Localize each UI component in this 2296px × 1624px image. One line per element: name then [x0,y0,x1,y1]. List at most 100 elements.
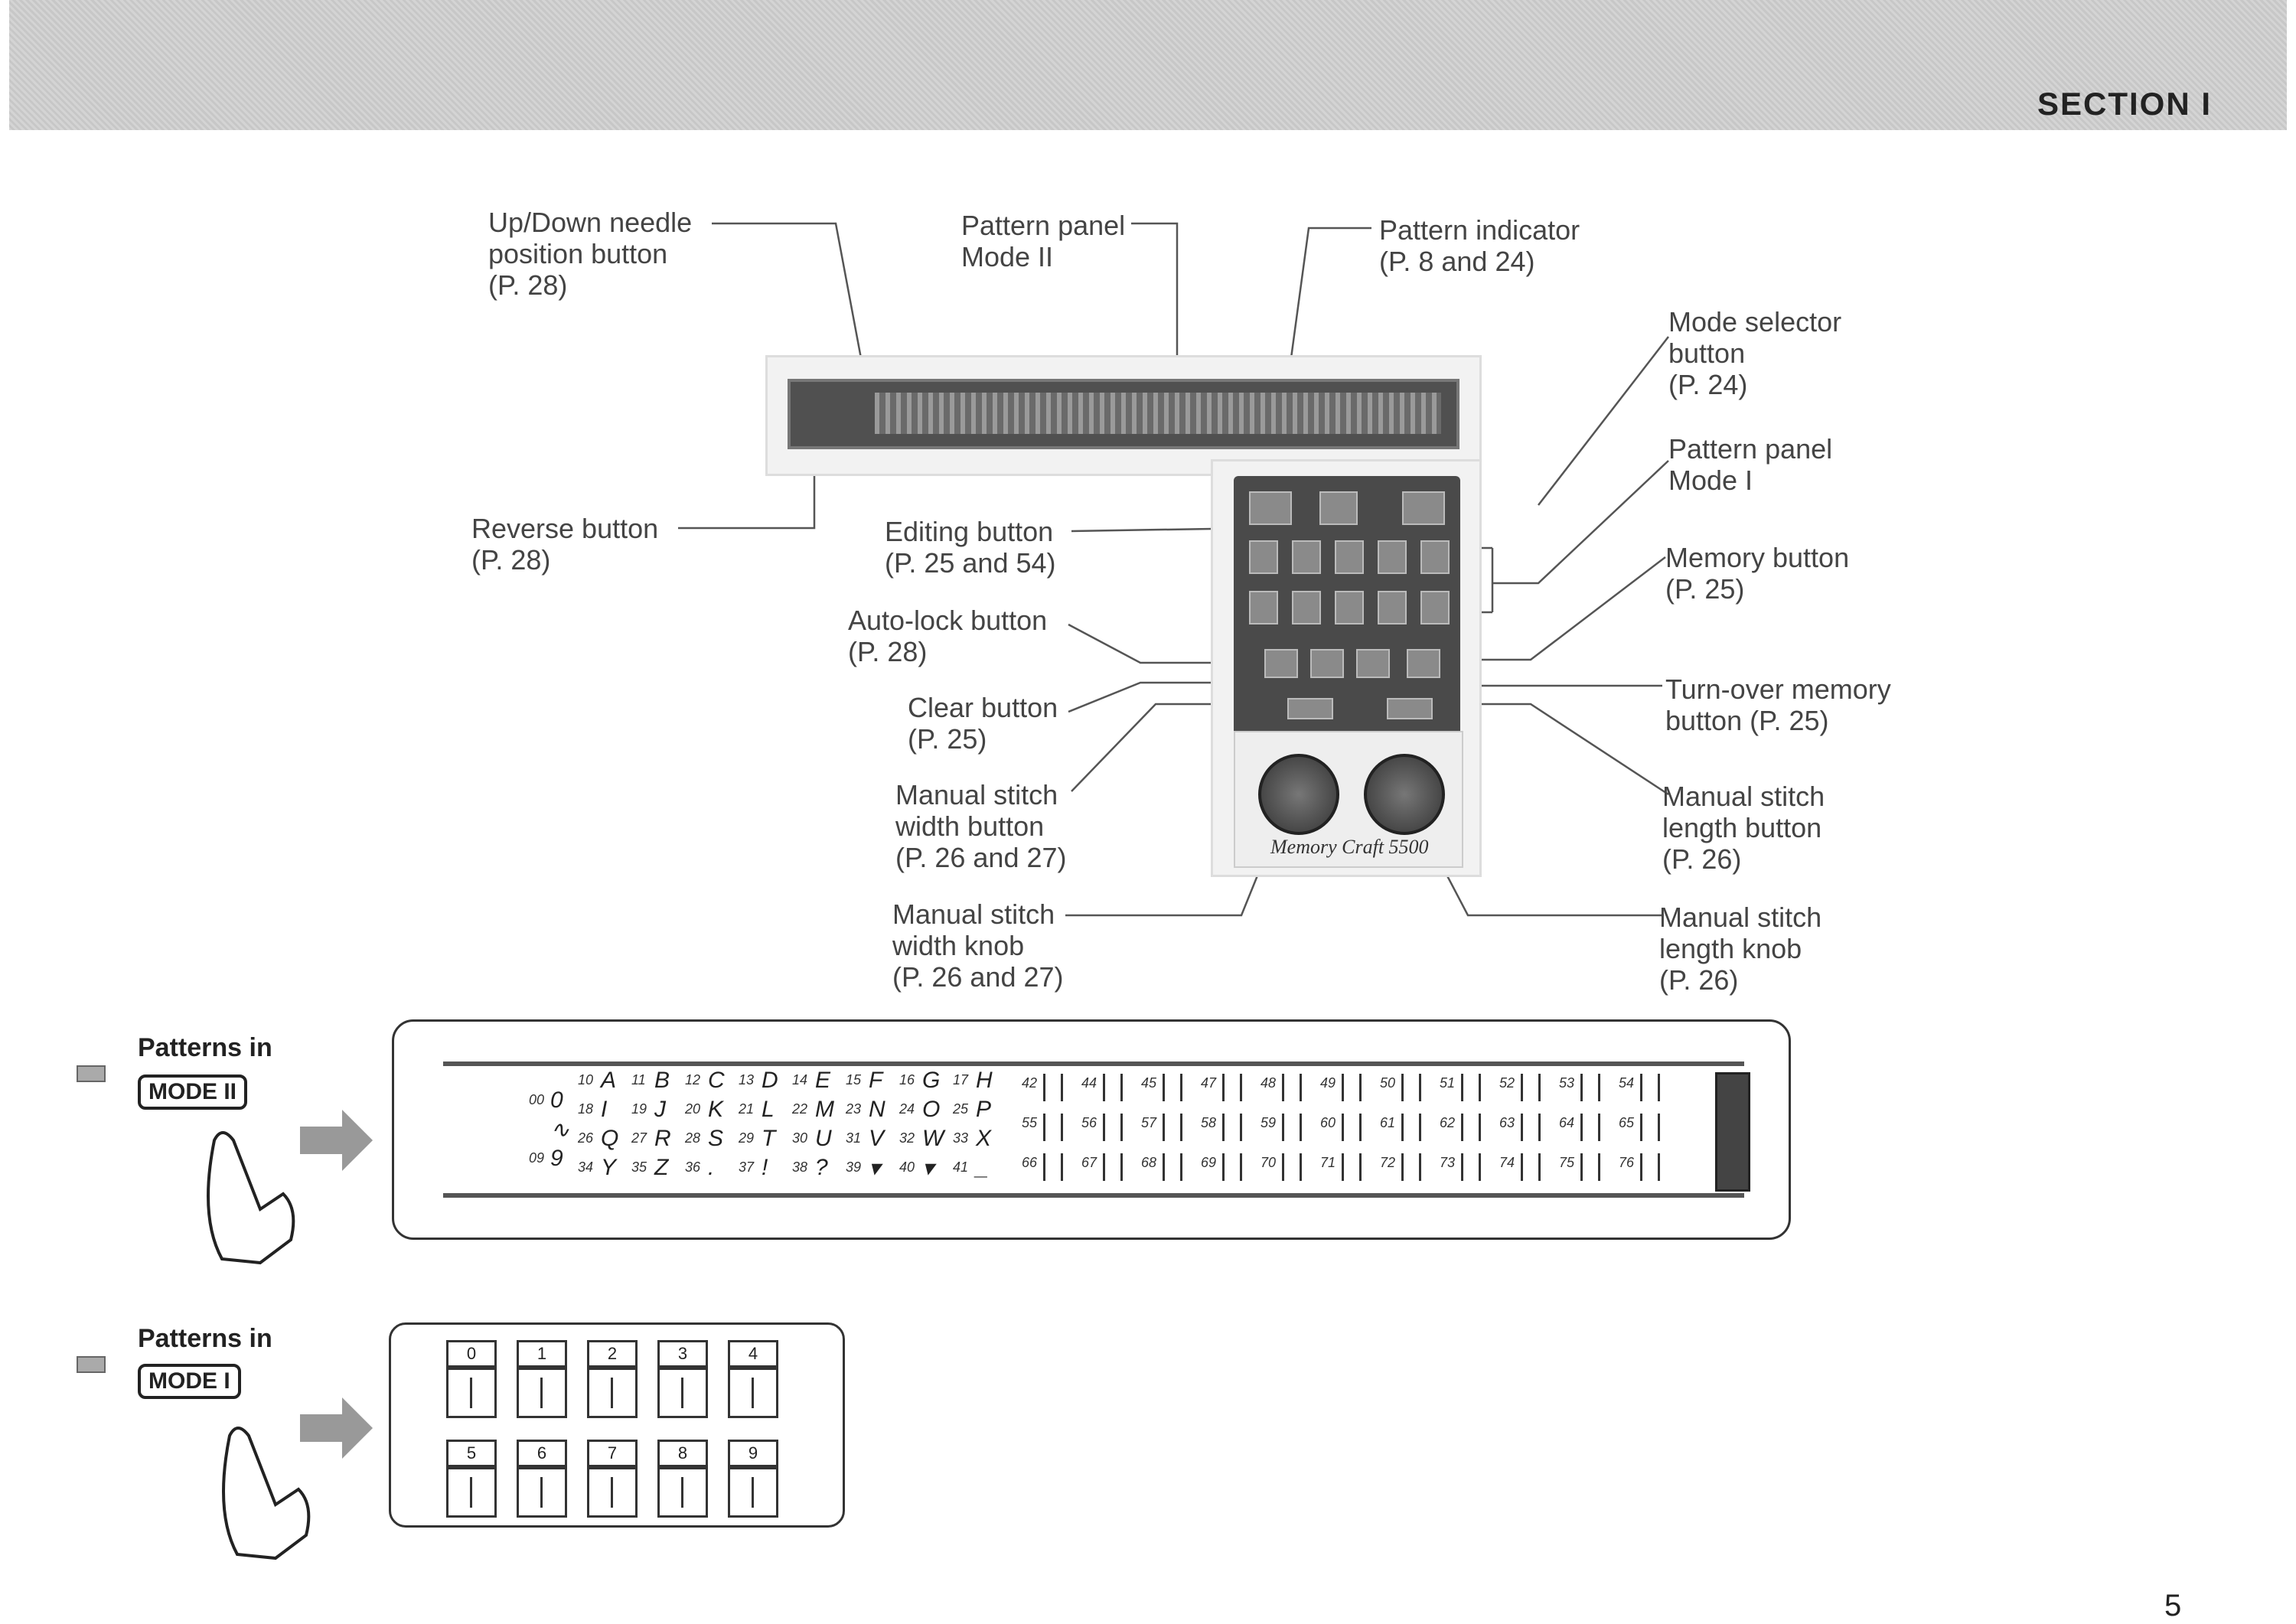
pattern-character: K [708,1097,724,1122]
stitch-number: 49 [1320,1075,1336,1091]
pattern-code: 21 [739,1101,755,1117]
pattern-button-2[interactable] [1335,540,1364,574]
pattern-character: T [762,1126,776,1151]
manual-stitch-length-knob[interactable] [1364,754,1445,835]
stitch-pattern-icon [1401,1074,1421,1101]
pattern-code: 22 [792,1101,808,1117]
pattern-character: D [762,1068,778,1093]
mode1-button[interactable]: MODE I [138,1364,241,1399]
stitch-pattern-icon [728,1467,778,1518]
section-header-bar [9,0,2287,130]
manual-stitch-width-knob[interactable] [1258,754,1339,835]
stitch-number: 57 [1141,1115,1157,1130]
pattern-character: Y [601,1155,617,1180]
stitch-pattern-icon [517,1467,567,1518]
stitch-number: 65 [1619,1115,1635,1130]
pattern-code: 39 [846,1159,862,1175]
arrow-right-icon [300,1110,373,1171]
stitch-pattern-icon [1103,1074,1123,1101]
pattern-character: ! [762,1155,768,1180]
pattern-number-1: 1 [517,1340,567,1368]
pattern-button-6[interactable] [1292,591,1321,624]
auto-lock-button[interactable] [1264,649,1298,678]
mode-selector-button[interactable] [1402,491,1445,525]
stitch-pattern-icon [587,1368,638,1418]
pattern-code: 17 [953,1072,969,1088]
pattern-code: 19 [631,1101,647,1117]
pattern-code: 35 [631,1159,647,1175]
finger-pointer-icon [207,1131,295,1265]
pattern-code: 40 [899,1159,915,1175]
stitch-pattern-icon [1640,1114,1660,1141]
pattern-character: H [976,1068,993,1093]
stitch-pattern-icon [1342,1114,1362,1141]
reverse-small-button[interactable] [1310,649,1344,678]
manual-length-button[interactable] [1387,698,1433,719]
digit-code: 00 [529,1092,545,1107]
mode2-label: Patterns in [138,1033,272,1062]
pattern-code: 25 [953,1101,969,1117]
pattern-code: 33 [953,1130,969,1146]
pattern-character: Q [601,1126,619,1151]
pattern-code: 16 [899,1072,915,1088]
stitch-pattern-icon [446,1467,497,1518]
page-number: 5 [2164,1589,2182,1622]
stitch-number: 69 [1201,1155,1217,1170]
label-auto-lock-button: Auto-lock button (P. 28) [848,605,1048,667]
stitch-pattern-icon [728,1368,778,1418]
pattern-character: ▾ [922,1156,934,1181]
pattern-character: Z [654,1155,669,1180]
pattern-button-9[interactable] [1420,591,1450,624]
label-reverse-button: Reverse button (P. 28) [471,513,659,576]
stitch-pattern-icon [1103,1153,1123,1181]
stitch-pattern-icon [1640,1074,1660,1101]
pattern-button-0[interactable] [1249,540,1278,574]
stitch-number: 68 [1141,1155,1157,1170]
label-manual-width-button: Manual stitch width button (P. 26 and 27… [895,779,1067,873]
clear-button[interactable] [1287,698,1333,719]
pattern-code: 10 [578,1072,594,1088]
label-memory-button: Memory button (P. 25) [1665,542,1850,605]
pattern-character: O [922,1097,941,1122]
mode2-button[interactable]: MODE II [138,1075,248,1110]
mode1-label: Patterns in [138,1324,272,1353]
stitch-number: 55 [1022,1115,1038,1130]
editing-button[interactable] [1319,491,1358,525]
stitch-number: 42 [1022,1075,1038,1091]
stitch-pattern-icon [1580,1153,1600,1181]
stitch-pattern-icon [1222,1074,1242,1101]
stitch-pattern-icon [1043,1153,1063,1181]
pattern-character: W [922,1126,944,1151]
memory-button[interactable] [1407,649,1440,678]
stitch-number: 70 [1261,1155,1277,1170]
pattern-button-3[interactable] [1378,540,1407,574]
pattern-button-5[interactable] [1249,591,1278,624]
pattern-character: R [654,1126,671,1151]
digit-character: ∿ [550,1117,570,1143]
pattern-button-4[interactable] [1420,540,1450,574]
arrow-right-icon-2 [300,1397,373,1459]
pattern-button-1[interactable] [1292,540,1321,574]
label-turn-over-memory: Turn-over memory button (P. 25) [1665,673,1891,736]
panel-top-rule [443,1061,1744,1066]
pattern-code: 23 [846,1101,862,1117]
pattern-number-3: 3 [657,1340,708,1368]
pattern-button-8[interactable] [1378,591,1407,624]
stitch-pattern-icon [1222,1114,1242,1141]
stitch-number: 71 [1320,1155,1336,1170]
stitch-pattern-icon [1461,1074,1481,1101]
stitch-number: 60 [1320,1115,1336,1130]
pattern-code: 20 [685,1101,701,1117]
pattern-number-2: 2 [587,1340,638,1368]
turn-over-memory-button[interactable] [1356,649,1390,678]
pattern-code: 31 [846,1130,862,1146]
pattern-strip [875,393,1441,434]
pattern-code: 36 [685,1159,701,1175]
stitch-pattern-icon [1640,1153,1660,1181]
pattern-button-7[interactable] [1335,591,1364,624]
label-pattern-panel-mode2: Pattern panel Mode II [961,210,1126,272]
pattern-character: G [922,1068,941,1093]
stitch-pattern-icon [1282,1074,1302,1101]
pattern-code: 15 [846,1072,862,1088]
